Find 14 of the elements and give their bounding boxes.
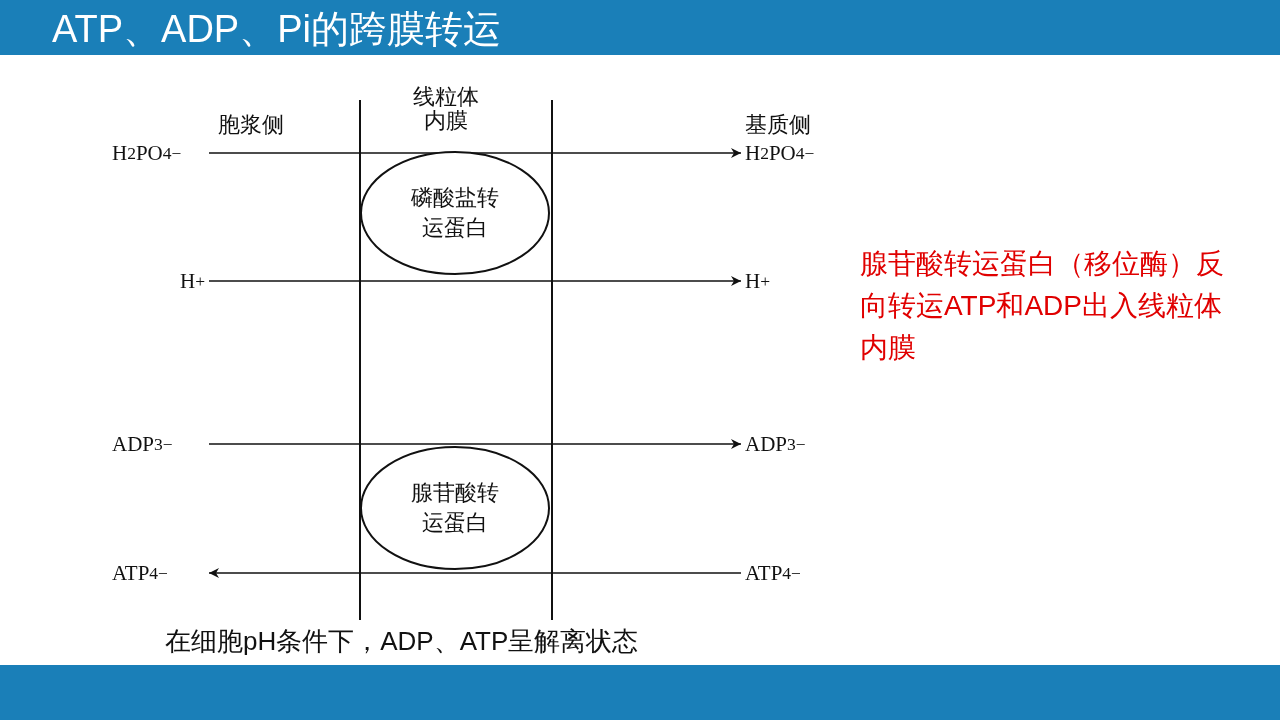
arrow [208, 148, 742, 158]
slide-title: ATP、ADP、Pi的跨膜转运 [52, 7, 501, 52]
note-text: 腺苷酸转运蛋白（移位酶）反向转运ATP和ADP出入线粒体内膜 [860, 247, 1225, 365]
protein-label: 磷酸盐转运蛋白 [410, 184, 500, 242]
arrow [208, 439, 742, 449]
transporter-ellipse [360, 446, 550, 570]
arrow [208, 276, 742, 286]
col-heading: 胞浆侧 [218, 111, 285, 139]
protein-label: 腺苷酸转运蛋白 [410, 479, 500, 537]
membrane-heading: 线粒体内膜 [412, 85, 480, 133]
arrow [208, 568, 742, 578]
col-heading: 基质侧 [745, 111, 812, 139]
footnote-text: 在细胞pH条件下，ADP、ATP呈解离状态 [165, 625, 640, 658]
transporter-ellipse [360, 151, 550, 275]
